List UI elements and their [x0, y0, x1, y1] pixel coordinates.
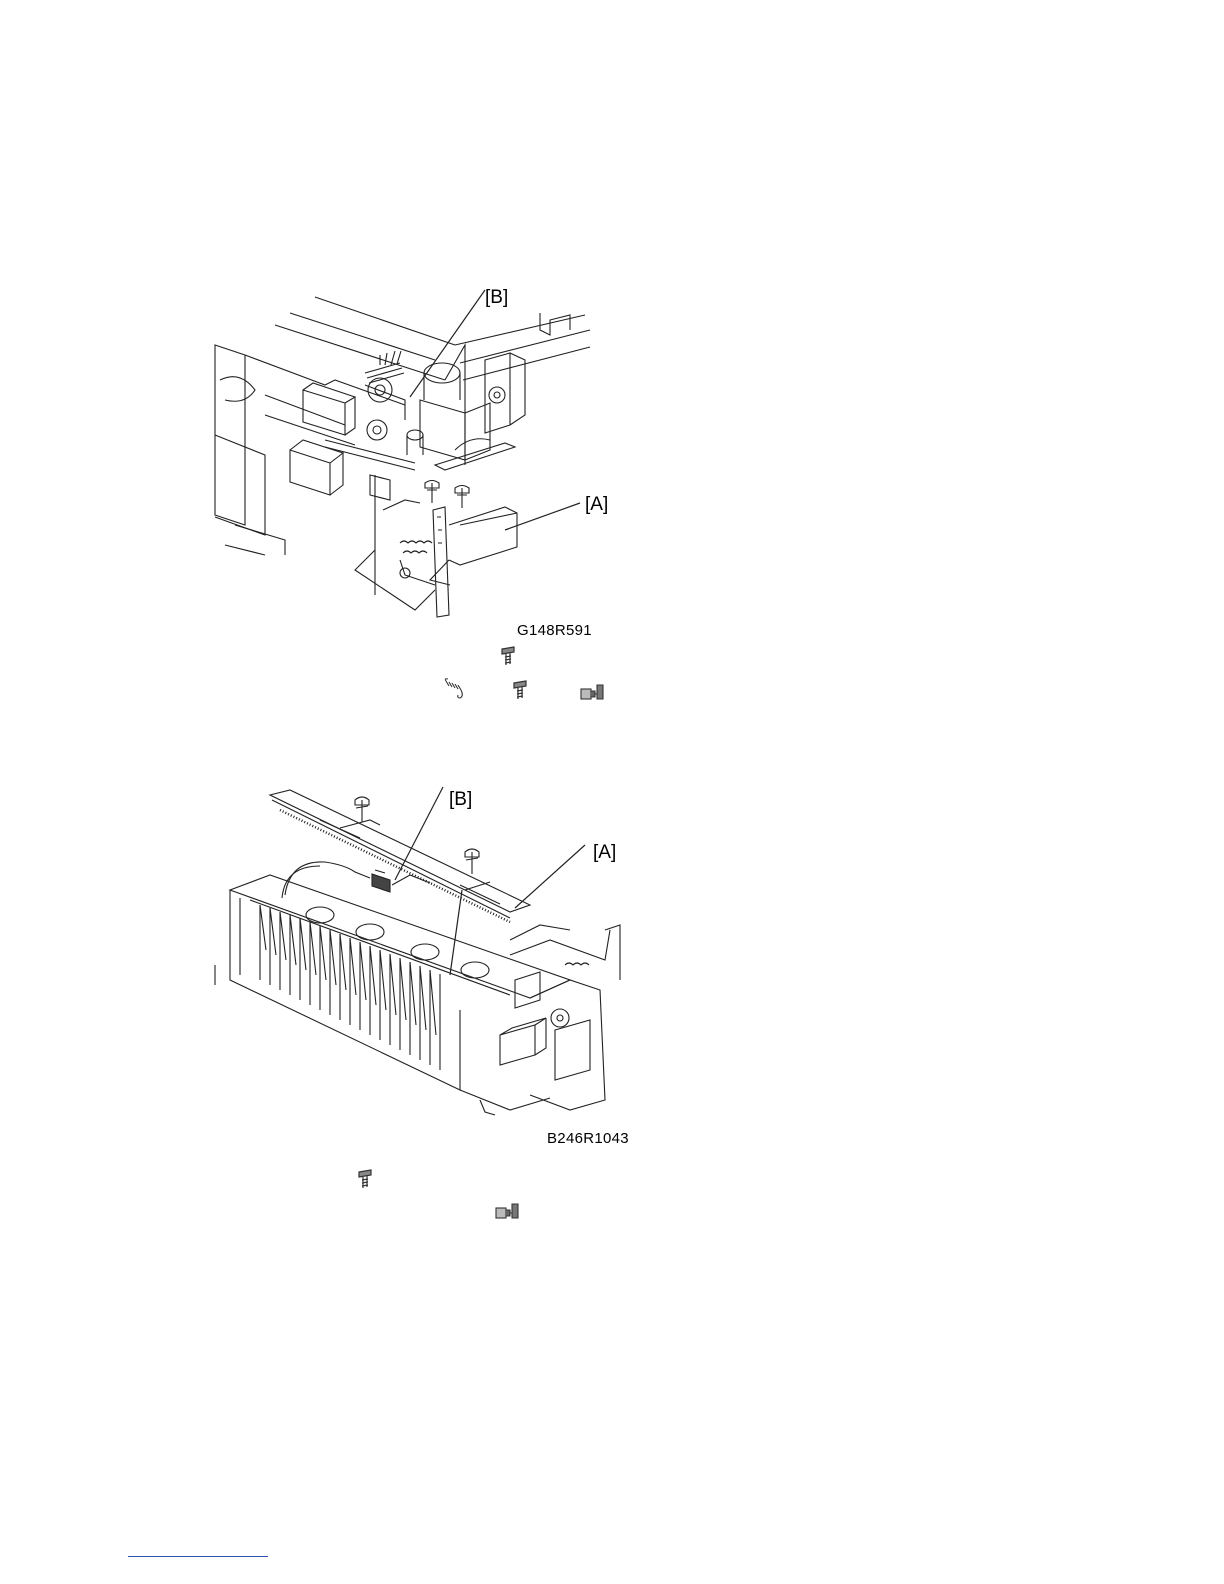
footer-rule: [128, 1556, 268, 1557]
figure-1-label-b: [B]: [485, 287, 508, 309]
screw-icon: [500, 646, 516, 671]
figure-2-label-b: [B]: [449, 789, 472, 811]
figure-2-code: B246R1043: [547, 1130, 629, 1147]
figure-2-label-a: [A]: [593, 842, 616, 864]
figure-1-code: G148R591: [517, 622, 592, 639]
screw-icon: [357, 1169, 373, 1194]
connector-icon: [579, 683, 605, 708]
connector-icon: [494, 1202, 520, 1227]
figure-1-illustration: [205, 285, 625, 625]
figure-2-illustration: [210, 780, 630, 1120]
spring-icon: [444, 678, 466, 707]
screw-icon: [512, 680, 528, 705]
figure-1-label-a: [A]: [585, 494, 608, 516]
